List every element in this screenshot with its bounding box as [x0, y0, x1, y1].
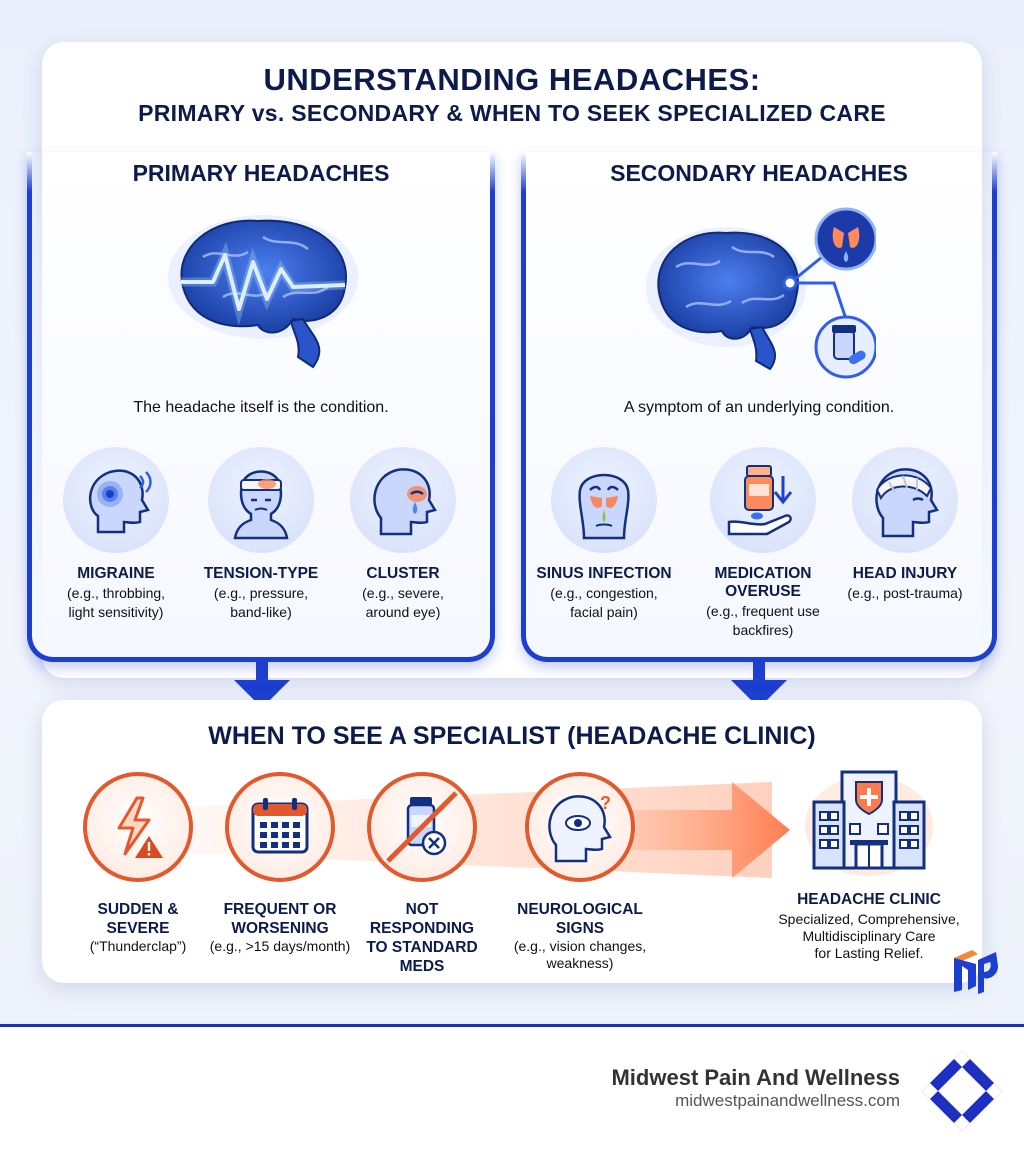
type-head-injury: HEAD INJURY (e.g., post-trauma)	[830, 447, 980, 602]
bandaged-head-icon	[852, 447, 958, 553]
footer: Midwest Pain And Wellness midwestpainand…	[0, 1027, 1024, 1154]
calendar-icon	[225, 772, 335, 882]
primary-description: The headache itself is the condition.	[133, 399, 389, 416]
secondary-headaches-column: SECONDARY HEADACHES A symptom of an und	[521, 152, 997, 662]
lightning-warning-icon	[83, 772, 193, 882]
sign-label: NEUROLOGICAL	[517, 901, 643, 918]
down-arrow-stem-left	[256, 660, 268, 682]
brain-waves-icon	[168, 215, 358, 369]
cluster-eye-icon	[350, 447, 456, 553]
headache-clinic: HEADACHE CLINIC Specialized, Comprehensi…	[764, 762, 974, 962]
sign-label-line2: WORSENING	[231, 920, 329, 937]
sign-label-line2: SEVERE	[106, 920, 170, 937]
type-desc: backfires)	[732, 622, 794, 638]
type-desc: (e.g., severe,	[362, 585, 444, 601]
type-label: MIGRAINE	[77, 565, 155, 582]
hospital-building-icon	[805, 770, 933, 876]
type-medication-overuse: MEDICATION OVERUSE (e.g., frequent use b…	[688, 447, 838, 639]
clinic-desc-line2: Multidisciplinary Care	[802, 928, 936, 944]
brand-url-link[interactable]: midwestpainandwellness.com	[675, 1091, 900, 1110]
mp-corner-logo	[954, 950, 998, 994]
sign-label-line2: SIGNS	[555, 920, 605, 937]
sign-label-line2: RESPONDING	[369, 920, 475, 937]
type-label: SINUS INFECTION	[536, 565, 672, 582]
sign-sudden-severe: SUDDEN & SEVERE (“Thunderclap”)	[58, 772, 218, 955]
clinic-desc-line3: for Lasting Relief.	[814, 945, 924, 961]
type-tension: TENSION-TYPE (e.g., pressure, band-like)	[186, 447, 336, 621]
brain-causes-icon	[646, 207, 876, 379]
down-arrow-stem-right	[753, 660, 765, 682]
tension-head-icon	[208, 447, 314, 553]
head-eye-question-icon: ?	[525, 772, 635, 882]
page-subtitle: PRIMARY vs. SECONDARY & WHEN TO SEEK SPE…	[138, 100, 886, 126]
sign-desc: weakness)	[546, 955, 614, 971]
type-desc: (e.g., frequent use	[706, 603, 820, 619]
page-title: UNDERSTANDING HEADACHES:	[263, 62, 761, 97]
type-desc: around eye)	[365, 604, 441, 620]
type-cluster: CLUSTER (e.g., severe, around eye)	[328, 447, 478, 621]
sign-frequent-worsening: FREQUENT OR WORSENING (e.g., >15 days/mo…	[200, 772, 360, 955]
sign-desc: (“Thunderclap”)	[89, 938, 187, 954]
type-label: MEDICATION	[714, 565, 812, 582]
type-desc: (e.g., post-trauma)	[847, 585, 963, 601]
sign-label-line3: TO STANDARD	[366, 939, 478, 956]
sign-neurological: ? NEUROLOGICAL SIGNS (e.g., vision chang…	[500, 772, 660, 972]
brand-logo-icon	[922, 1051, 1002, 1131]
secondary-types: SINUS INFECTION (e.g., congestion, facia…	[526, 447, 992, 647]
primary-headaches-column: PRIMARY HEADACHES The headache itself is…	[27, 152, 495, 662]
primary-types: MIGRAINE (e.g., throbbing, light sensiti…	[32, 447, 490, 647]
type-migraine: MIGRAINE (e.g., throbbing, light sensiti…	[41, 447, 191, 621]
type-desc: facial pain)	[570, 604, 638, 620]
secondary-description: A symptom of an underlying condition.	[623, 399, 895, 416]
medication-hand-icon	[710, 447, 816, 553]
secondary-headaches-heading: SECONDARY HEADACHES	[610, 160, 908, 186]
migraine-icon	[63, 447, 169, 553]
svg-text:?: ?	[600, 793, 611, 813]
type-label: TENSION-TYPE	[203, 565, 319, 582]
primary-headaches-heading: PRIMARY HEADACHES	[132, 160, 390, 186]
specialist-card: WHEN TO SEE A SPECIALIST (HEADACHE CLINI…	[42, 700, 982, 983]
sign-label: NOT	[405, 901, 439, 918]
type-desc: (e.g., congestion,	[550, 585, 658, 601]
type-sinus-infection: SINUS INFECTION (e.g., congestion, facia…	[529, 447, 679, 621]
type-desc: (e.g., throbbing,	[66, 585, 166, 601]
type-label-line2: OVERUSE	[725, 583, 801, 600]
sinus-face-icon	[551, 447, 657, 553]
type-desc: light sensitivity)	[68, 604, 164, 620]
sign-not-responding: NOT RESPONDING TO STANDARD MEDS	[342, 772, 502, 976]
sign-desc: (e.g., >15 days/month)	[209, 938, 351, 954]
sign-desc: (e.g., vision changes,	[513, 938, 647, 954]
arrow-to-clinic-icon	[622, 782, 790, 878]
sign-label: FREQUENT OR	[223, 901, 337, 918]
footer-divider	[0, 1024, 1024, 1027]
clinic-label: HEADACHE CLINIC	[797, 891, 941, 908]
type-desc: (e.g., pressure,	[213, 585, 309, 601]
type-label: HEAD INJURY	[852, 565, 958, 582]
sign-label: SUDDEN &	[97, 901, 179, 918]
specialist-heading: WHEN TO SEE A SPECIALIST (HEADACHE CLINI…	[208, 722, 816, 750]
type-desc: band-like)	[230, 604, 292, 620]
clinic-desc: Specialized, Comprehensive,	[778, 911, 960, 927]
brand-name: Midwest Pain And Wellness	[611, 1065, 900, 1090]
no-medication-icon	[367, 772, 477, 882]
type-label: CLUSTER	[366, 565, 440, 582]
infographic: UNDERSTANDING HEADACHES: PRIMARY vs. SEC…	[0, 0, 1024, 1025]
sign-label-line4: MEDS	[399, 958, 445, 975]
